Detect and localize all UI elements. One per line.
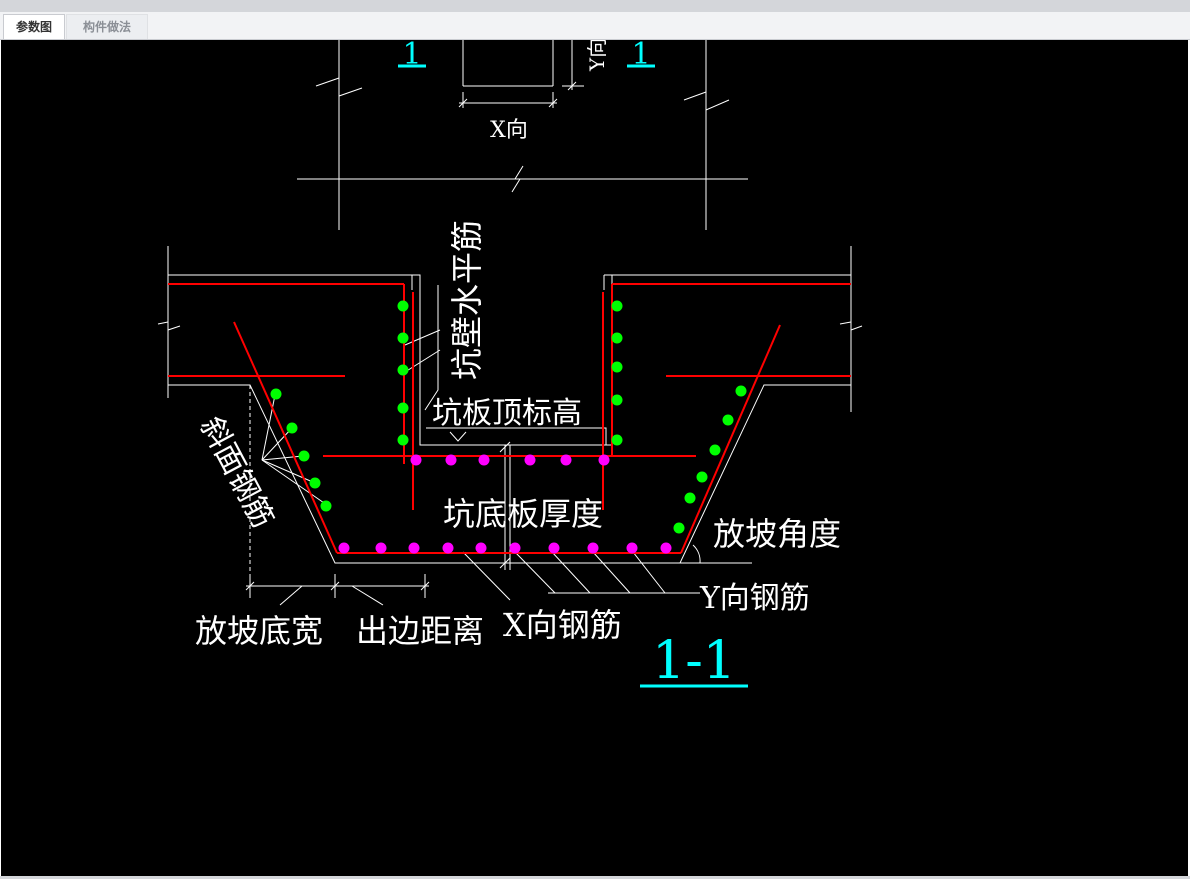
section-outline xyxy=(157,246,863,606)
window-top-strip xyxy=(0,0,1190,12)
pit-slab-top-elevation-label: 坑板顶标高 xyxy=(432,396,582,431)
svg-text:1-1: 1-1 xyxy=(652,631,736,691)
slope-rebar-label: 斜面钢筋 xyxy=(193,411,280,533)
slope-bottom-width-label: 放坡底宽 xyxy=(195,612,323,650)
pit-wall-horizontal-rebar-label: 坑壁水平筋 xyxy=(448,220,486,380)
svg-text:1: 1 xyxy=(402,40,421,72)
section-mark-top-right: 1 xyxy=(627,40,655,72)
edge-distance-label: 出边距离 xyxy=(356,612,484,650)
tab-bar: 参数图 构件做法 xyxy=(0,12,1190,40)
y-direction-label-top: Y向 xyxy=(585,40,609,72)
tab-parameter-diagram[interactable]: 参数图 xyxy=(3,14,65,39)
drawing-canvas: X向 Y向 1 1 xyxy=(1,40,1188,876)
window-bottom-edge xyxy=(0,876,1190,879)
y-rebar-label: Y向钢筋 xyxy=(699,581,810,616)
section-title-1-1: 1-1 xyxy=(640,631,748,691)
x-direction-label: X向 xyxy=(490,118,528,143)
slope-angle-label: 放坡角度 xyxy=(713,515,841,553)
tab-component-method[interactable]: 构件做法 xyxy=(66,14,148,39)
bottom-rebar-dots xyxy=(338,454,672,554)
section-mark-top-left: 1 xyxy=(398,40,426,72)
svg-text:1: 1 xyxy=(631,40,650,72)
pit-bottom-slab-thickness-label: 坑底板厚度 xyxy=(443,495,603,533)
rebar-lines xyxy=(168,283,851,554)
x-rebar-label: X向钢筋 xyxy=(503,606,622,644)
plan-view xyxy=(297,40,748,230)
wall-rebar-dots xyxy=(270,300,747,534)
